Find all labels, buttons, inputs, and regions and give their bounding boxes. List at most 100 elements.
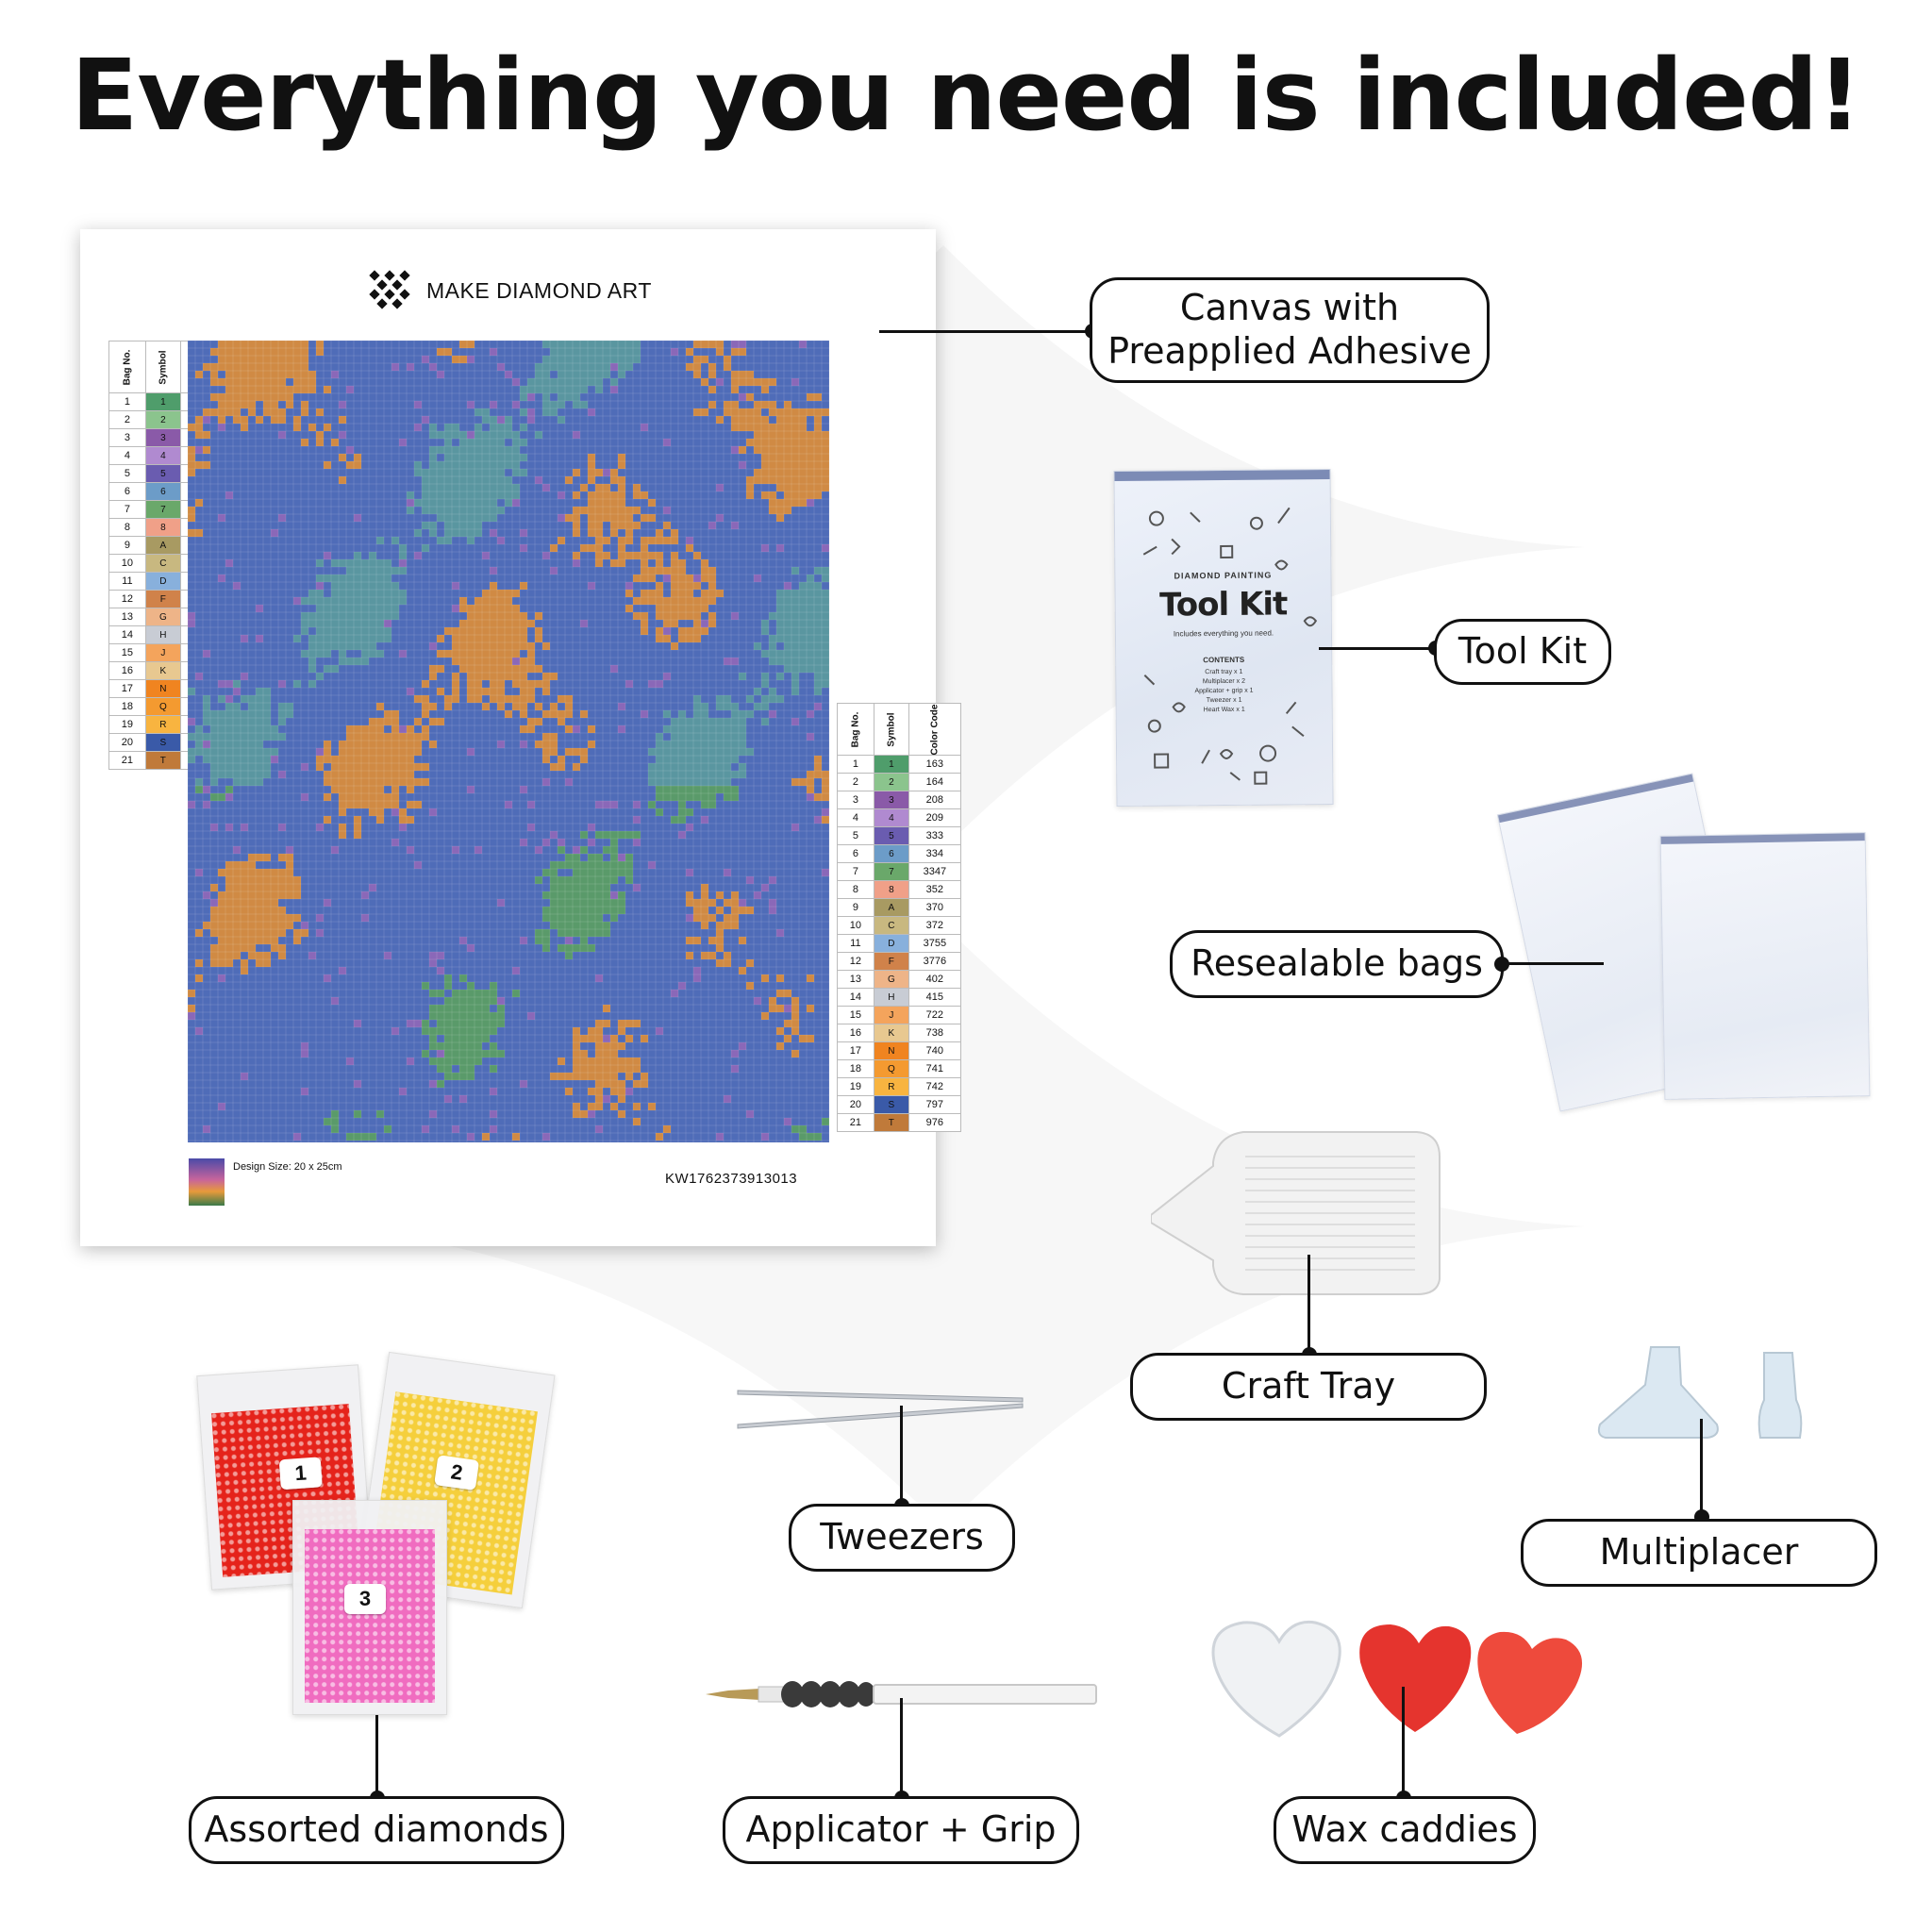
pattern-cell [716,922,724,929]
pattern-cell [225,710,233,718]
pattern-cell [822,620,829,627]
pattern-cell [769,378,776,386]
pattern-cell [354,1080,361,1088]
pattern-cell [701,356,708,363]
pattern-cell [278,929,286,937]
pattern-cell [565,393,573,401]
pattern-cell [452,680,459,688]
pattern-cell [686,741,693,748]
pattern-cell [241,937,248,944]
pattern-cell [580,484,588,491]
pattern-cell [444,514,452,522]
pattern-cell [271,725,278,733]
pattern-cell [761,703,769,710]
pattern-cell [595,891,603,899]
legend-symbol: 5 [144,464,181,483]
pattern-cell [603,876,610,884]
pattern-cell [603,869,610,876]
pattern-cell [399,552,407,559]
pattern-cell [761,491,769,499]
pattern-cell [814,688,822,695]
pattern-cell [391,808,399,816]
pattern-cell [716,718,724,725]
pattern-cell [233,680,241,688]
pattern-cell [739,763,746,771]
pattern-cell [693,627,701,635]
pattern-cell [324,461,331,469]
pattern-cell [278,718,286,725]
pattern-cell [384,952,391,959]
pattern-cell [308,386,316,393]
pattern-cell [542,944,550,952]
pattern-cell [625,1058,633,1065]
pattern-cell [791,567,799,575]
pattern-cell [437,1065,444,1073]
pattern-cell [588,514,595,522]
pattern-cell [369,771,376,778]
pattern-cell [603,499,610,507]
pattern-cell [376,575,384,582]
pattern-cell [475,491,482,499]
pattern-cell [769,461,776,469]
pattern-cell [595,1042,603,1050]
pattern-cell [278,884,286,891]
pattern-cell [497,680,505,688]
pattern-cell [814,484,822,491]
pattern-cell [225,861,233,869]
pattern-cell [339,808,346,816]
pattern-cell [437,461,444,469]
pattern-cell [610,869,618,876]
pattern-cell [475,680,482,688]
pattern-cell [784,454,791,461]
pattern-cell [708,522,716,529]
pattern-cell [754,891,761,899]
pattern-cell [475,997,482,1005]
pattern-cell [535,378,542,386]
pattern-cell [346,582,354,590]
pattern-cell [807,642,814,650]
pattern-cell [558,371,565,378]
pattern-cell [391,839,399,846]
pattern-cell [225,869,233,876]
pattern-cell [708,620,716,627]
pattern-cell [369,575,376,582]
pattern-cell [784,627,791,635]
pattern-cell [354,627,361,635]
pattern-cell [286,703,293,710]
pattern-cell [293,914,301,922]
pattern-cell [278,824,286,831]
pattern-cell [595,1035,603,1042]
pattern-cell [225,763,233,771]
pattern-cell [724,793,731,801]
pattern-cell [490,673,497,680]
pattern-cell [739,378,746,386]
pattern-cell [467,446,475,454]
pattern-cell [407,748,414,756]
pattern-cell [595,537,603,544]
pattern-cell [241,363,248,371]
pattern-cell [482,997,490,1005]
pattern-cell [339,575,346,582]
pattern-cell [588,491,595,499]
pattern-cell [610,1103,618,1110]
pattern-cell [505,801,512,808]
pattern-cell [686,590,693,597]
pattern-cell [565,703,573,710]
pattern-cell [233,884,241,891]
pattern-cell [799,665,807,673]
pattern-cell [444,1005,452,1012]
pattern-cell [761,469,769,476]
pattern-cell [271,416,278,424]
pattern-cell [339,793,346,801]
pattern-cell [822,771,829,778]
pattern-cell [459,431,467,439]
pattern-cell [618,1065,625,1073]
pattern-cell [414,801,422,808]
pattern-cell [807,771,814,778]
pattern-cell [225,363,233,371]
pattern-cell [739,424,746,431]
pattern-cell [459,507,467,514]
pattern-cell [271,348,278,356]
legend-symbol: 2 [144,410,181,429]
pattern-cell [814,680,822,688]
